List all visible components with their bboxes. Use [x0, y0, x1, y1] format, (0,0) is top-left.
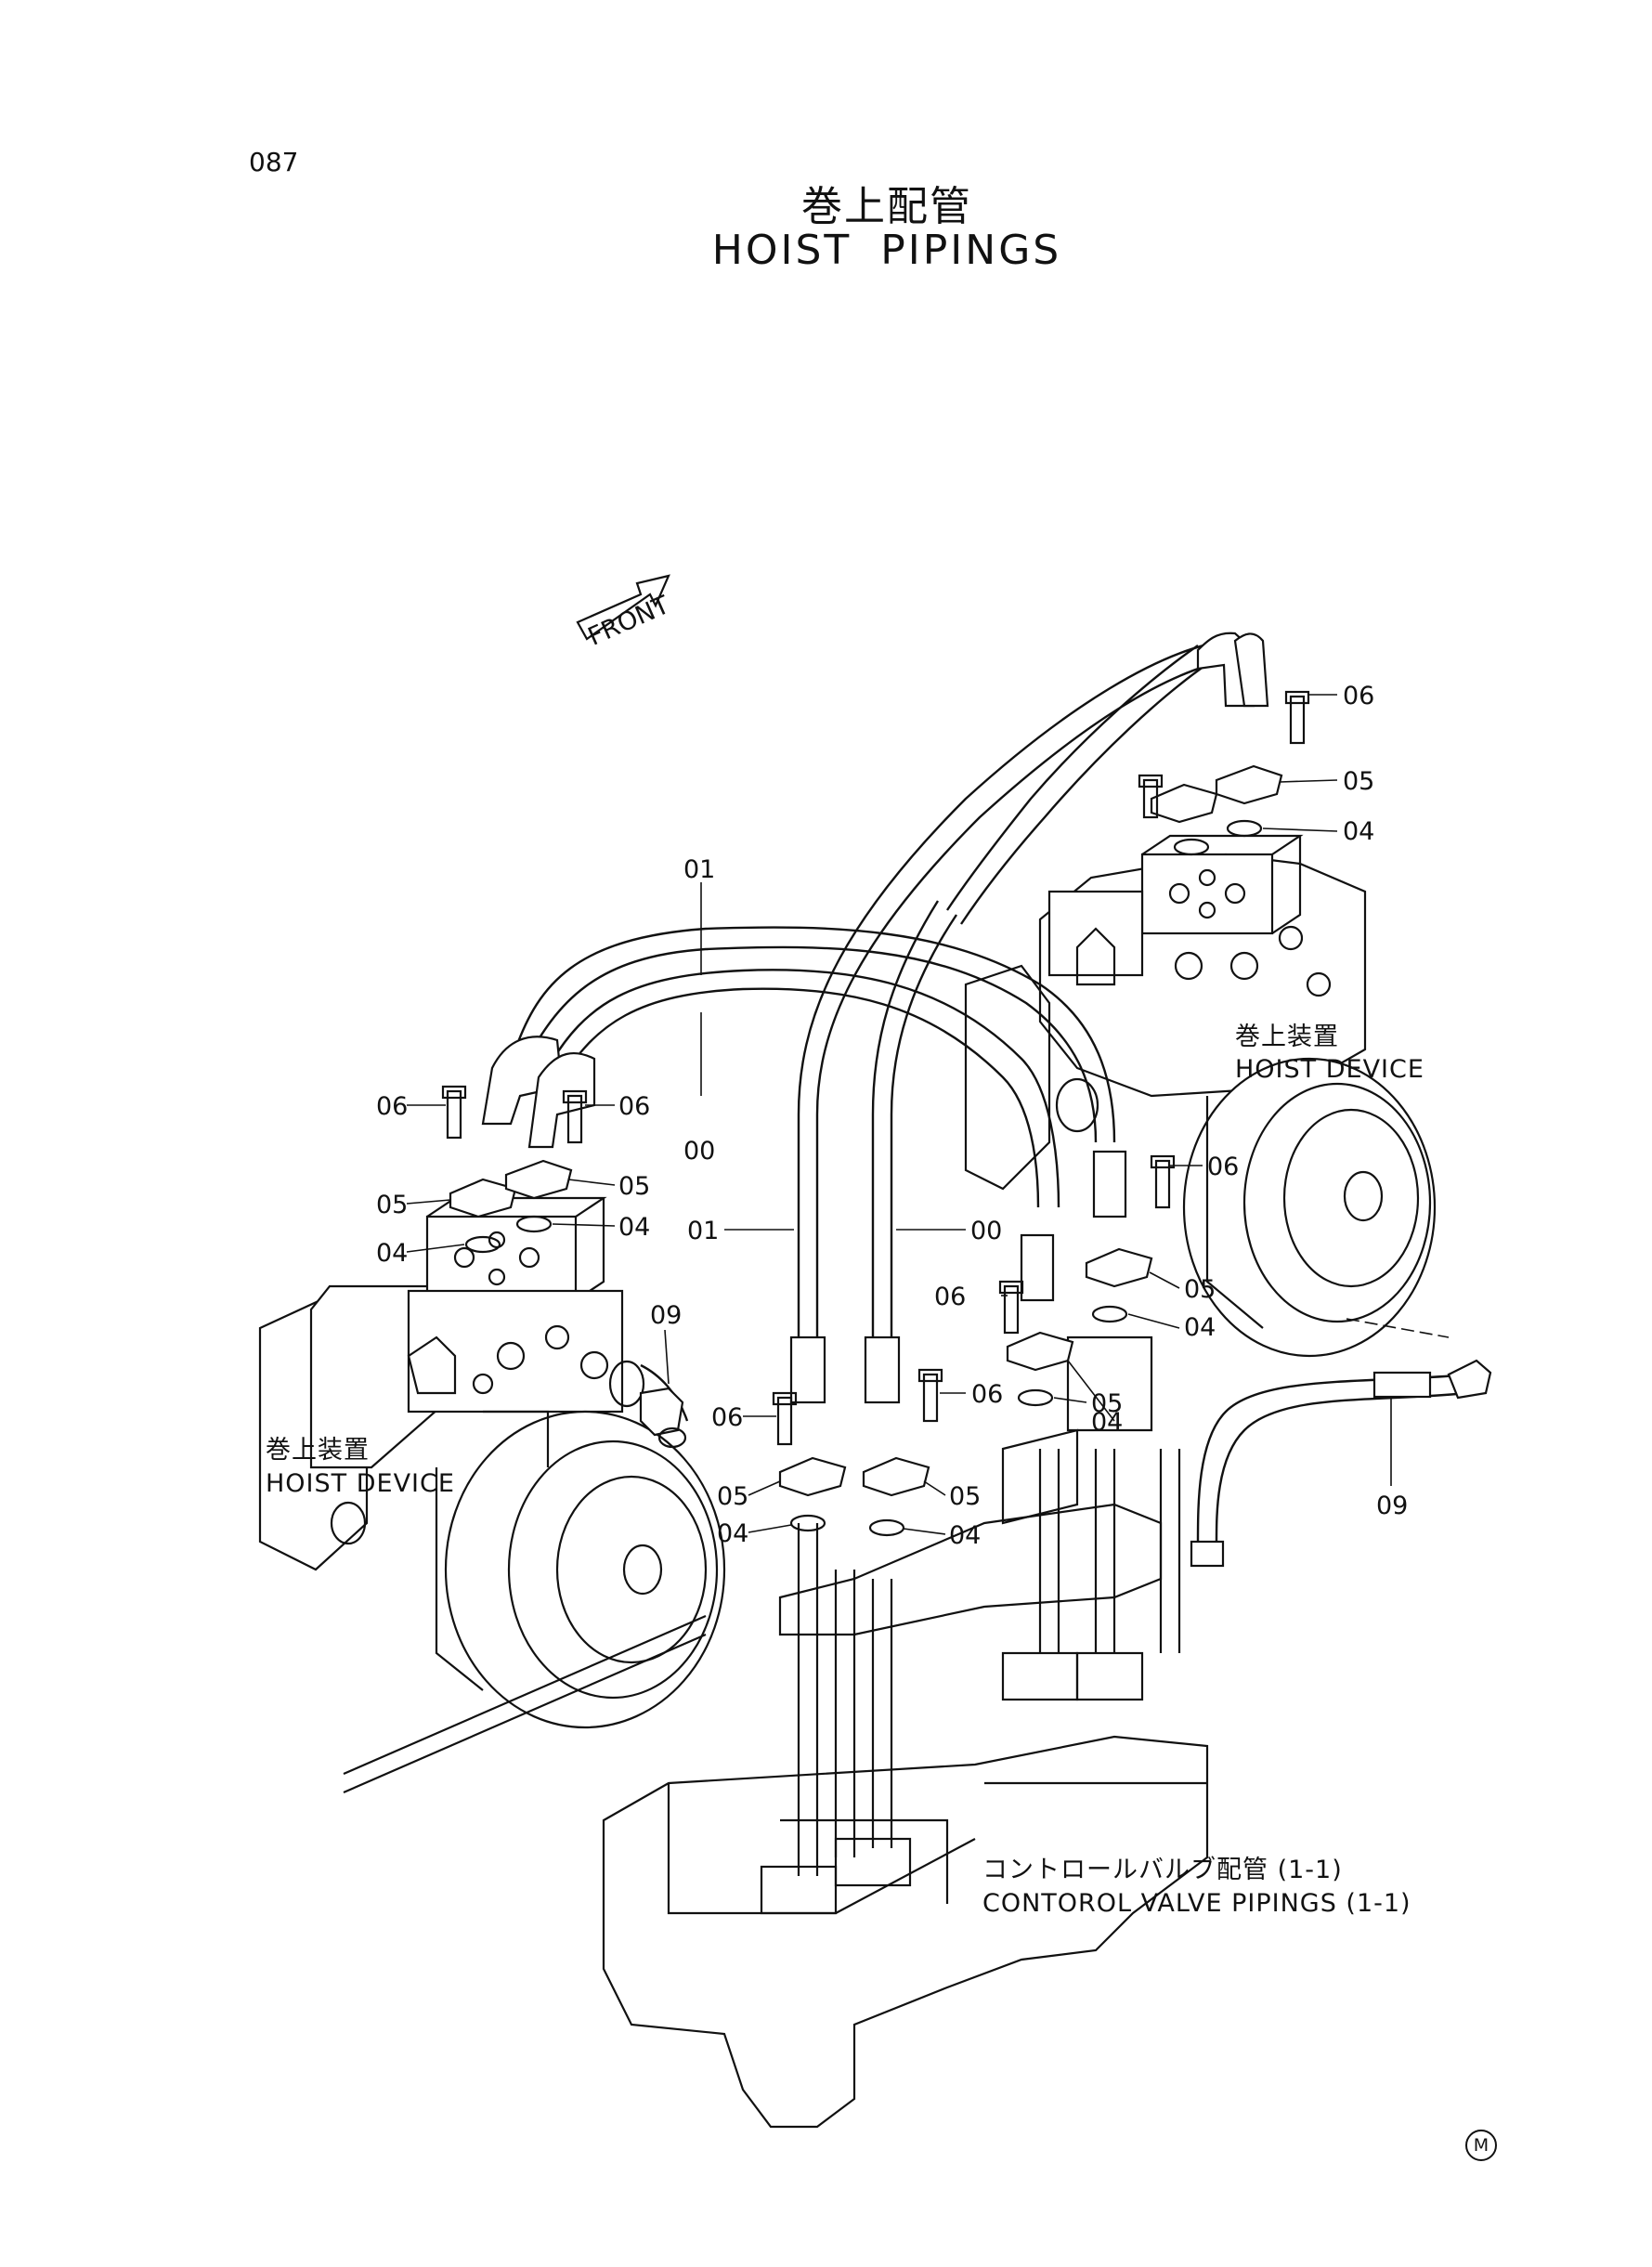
callout-flange-05-center-b: 05 [717, 1482, 748, 1511]
page-title-japanese: 巻上配管 [801, 183, 972, 230]
hose-00-lower [871, 645, 1208, 1337]
page-number: 087 [249, 147, 299, 177]
device-labels: 巻上装置 HOIST DEVICE 巻上装置 HOIST DEVICE コントロ… [266, 1023, 1424, 1918]
hoist-device-left-label-jp: 巻上装置 [266, 1436, 370, 1465]
control-valve-label: CONTOROL VALVE PIPINGS (1-1) [982, 1889, 1411, 1918]
callout-bolt-06-center-c: 06 [711, 1403, 743, 1432]
callout-flange-05-right-top: 05 [1343, 767, 1374, 796]
callout-bolt-06-right-top: 06 [1343, 682, 1374, 710]
hose-01-lower [797, 639, 1236, 1337]
callout-oring-04-center-c: 04 [949, 1521, 981, 1550]
callout-hose-01-upper: 01 [683, 855, 715, 884]
front-arrow-icon: FRONT [576, 574, 674, 652]
page-title: HOIST PIPINGS [711, 227, 1062, 274]
callout-oring-04-right-top: 04 [1343, 817, 1374, 846]
flange-kit-center [772, 1280, 1074, 1537]
callout-oring-04-left-b: 04 [618, 1213, 650, 1242]
control-valve-label-jp: コントロールバルブ配管 (1-1) [982, 1856, 1343, 1884]
callout-bolt-06-right-mid: 06 [1207, 1153, 1239, 1181]
callout-hose-01-lower: 01 [687, 1217, 719, 1245]
callout-bolt-06-left-a: 06 [376, 1092, 408, 1121]
pipe-09-right [1190, 1318, 1492, 1568]
callout-oring-04-left-a: 04 [376, 1239, 408, 1268]
hose-01-upper [514, 926, 1116, 1143]
control-valve-block [602, 1335, 1209, 2129]
callout-flange-05-left-a: 05 [376, 1191, 408, 1219]
callout-flange-05-center-c: 05 [949, 1482, 981, 1511]
callout-bolt-06-left-b: 06 [618, 1092, 650, 1121]
callout-hose-00-upper: 00 [683, 1137, 715, 1166]
callout-oring-04-right-mid: 04 [1184, 1313, 1216, 1342]
flange-kit-right-top [1138, 690, 1310, 856]
leader-lines [406, 694, 1392, 1535]
flange-kit-right-mid [1085, 1154, 1176, 1323]
hose-fittings [481, 632, 1269, 1404]
hoist-device-right [964, 834, 1437, 1358]
callout-flange-05-left-b: 05 [618, 1172, 650, 1201]
corner-mark: M [1465, 2130, 1497, 2161]
hoist-device-right-label: HOIST DEVICE [1235, 1055, 1424, 1084]
hoist-device-left-label: HOIST DEVICE [266, 1469, 455, 1498]
hose-00-upper [546, 969, 1060, 1208]
callout-oring-04-center-b: 04 [717, 1519, 748, 1548]
hoist-device-right-label-jp: 巻上装置 [1235, 1023, 1339, 1051]
flange-kit-left [441, 1085, 588, 1254]
callout-bolt-06-center-b: 06 [971, 1380, 1003, 1409]
callout-oring-04-center-a: 04 [1091, 1408, 1123, 1437]
callout-flange-05-right-mid: 05 [1184, 1275, 1216, 1304]
callout-bolt-06-center-a: 06 [934, 1283, 966, 1311]
callout-hose-00-lower: 00 [970, 1217, 1002, 1245]
callout-flange-05-center-a: 05 [1091, 1389, 1123, 1418]
hoist-device-left [258, 1196, 726, 1794]
callout-labels: 01 00 01 00 06 06 05 05 04 04 06 05 04 0… [376, 682, 1408, 1550]
callout-pipe-09-right: 09 [1376, 1492, 1408, 1520]
pipe-09-left [639, 1363, 689, 1449]
callout-pipe-09-left: 09 [650, 1301, 682, 1330]
